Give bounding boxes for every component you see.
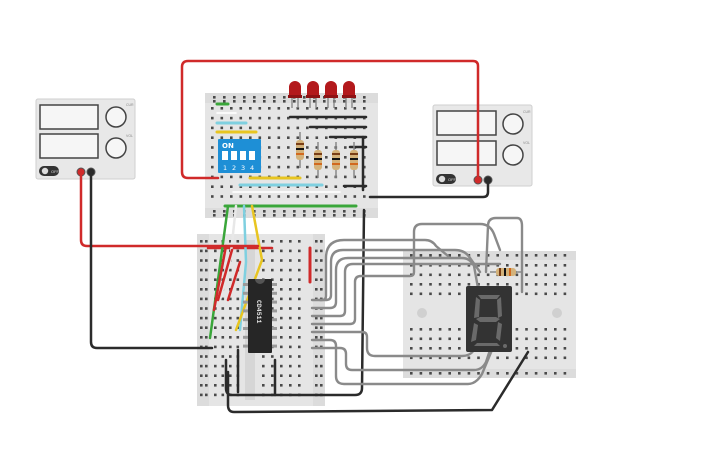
toggle-label: OFF bbox=[51, 169, 60, 174]
left-board-jumpers bbox=[206, 246, 312, 397]
resistor-array bbox=[296, 132, 358, 178]
cd4511-decoder-chip[interactable]: CD4511 bbox=[243, 279, 277, 353]
dip-toggle-2[interactable] bbox=[231, 151, 237, 160]
segment-digit bbox=[471, 295, 502, 346]
knob-label-voltage: VOL bbox=[126, 134, 133, 138]
seven-segment-display[interactable]: 8 bbox=[0, 0, 512, 352]
dip-number-2: 2 bbox=[232, 164, 236, 172]
voltage-knob[interactable] bbox=[105, 137, 127, 159]
resistor[interactable] bbox=[296, 132, 304, 168]
current-knob[interactable] bbox=[502, 113, 524, 135]
voltage-knob[interactable] bbox=[502, 144, 524, 166]
display-current bbox=[436, 110, 497, 136]
display-voltage bbox=[436, 140, 497, 166]
segment-wires bbox=[310, 216, 524, 386]
power-wires bbox=[79, 59, 530, 414]
display-resistor[interactable] bbox=[490, 268, 522, 276]
resistor[interactable] bbox=[332, 142, 340, 178]
top-board-jumpers bbox=[215, 102, 368, 208]
power-supply-left[interactable]: CUR VOL OFF bbox=[35, 98, 136, 180]
red-led[interactable] bbox=[324, 81, 338, 108]
dip-number-1: 1 bbox=[223, 164, 227, 172]
knob-label-voltage: VOL bbox=[523, 141, 530, 145]
display-current bbox=[39, 104, 99, 130]
knob-label-current: CUR bbox=[523, 110, 531, 114]
display-voltage bbox=[39, 133, 99, 159]
dip-toggle-4[interactable] bbox=[249, 151, 255, 160]
red-led[interactable] bbox=[342, 81, 356, 108]
dip-toggle-1[interactable] bbox=[222, 151, 228, 160]
power-supply-right[interactable]: CUR VOL OFF bbox=[432, 104, 533, 187]
dip-switch[interactable]: ON 1 2 3 4 bbox=[218, 139, 261, 173]
dip-number-4: 4 bbox=[250, 164, 254, 172]
knob-label-current: CUR bbox=[126, 103, 134, 107]
dip-on-label: ON bbox=[222, 142, 234, 150]
resistor[interactable] bbox=[350, 142, 358, 178]
red-led[interactable] bbox=[306, 81, 320, 108]
signal-wires bbox=[208, 204, 264, 340]
led-array bbox=[288, 81, 356, 108]
red-led[interactable] bbox=[288, 81, 302, 108]
dip-toggle-3[interactable] bbox=[240, 151, 246, 160]
resistor[interactable] bbox=[314, 142, 322, 178]
toggle-label: OFF bbox=[448, 177, 457, 182]
chip-label: CD4511 bbox=[255, 300, 262, 324]
current-knob[interactable] bbox=[105, 106, 127, 128]
dip-number-3: 3 bbox=[241, 164, 245, 172]
